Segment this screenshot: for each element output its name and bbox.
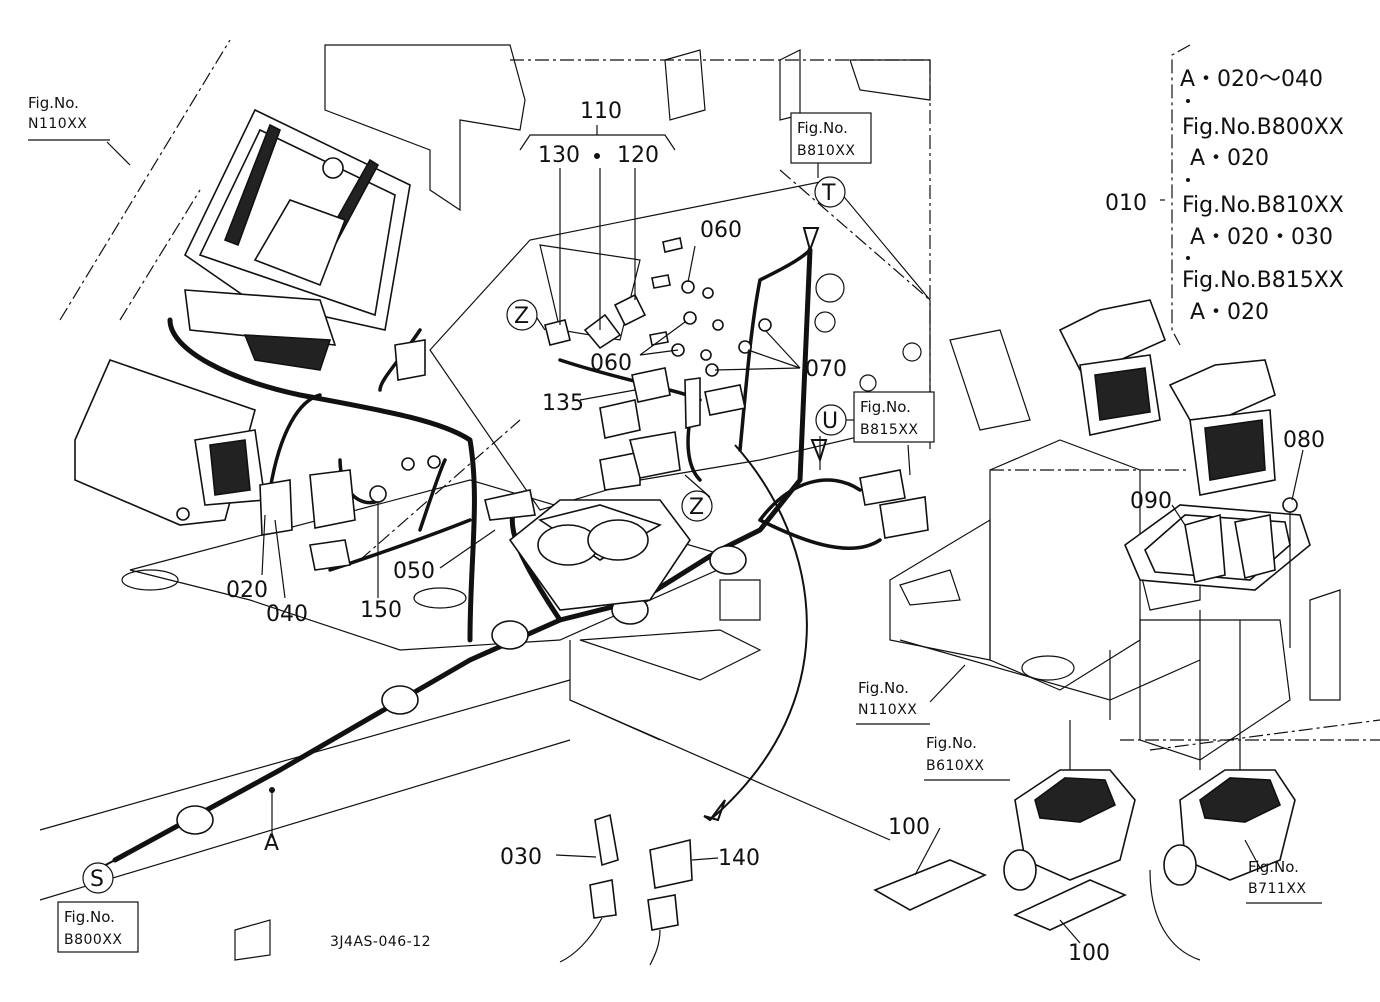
fig-ref-b810-line2: B810XX bbox=[797, 143, 856, 159]
fig-ref-b610-line1: Fig.No. bbox=[926, 734, 977, 752]
part-label-060-top: 060 bbox=[700, 218, 742, 243]
wiring-harness bbox=[99, 227, 882, 869]
fig-ref-b711-line2: B711XX bbox=[1248, 881, 1307, 897]
part-label-050: 050 bbox=[393, 559, 435, 584]
part-label-010: 010 bbox=[1105, 191, 1147, 216]
ecu-unit bbox=[183, 108, 411, 371]
fig-ref-b610: Fig.No. B610XX bbox=[924, 734, 1010, 781]
connector-letter-a: A bbox=[264, 787, 279, 856]
connector-letter-t: T bbox=[814, 176, 846, 208]
part-label-140: 140 bbox=[718, 846, 760, 871]
connector-letter-s: S bbox=[82, 862, 114, 894]
part-label-060-bottom: 060 bbox=[590, 351, 632, 376]
connector-letter-u-text: U bbox=[822, 409, 838, 434]
fig-ref-b815: Fig.No. B815XX bbox=[853, 391, 935, 443]
fig-ref-b610-line2: B610XX bbox=[926, 758, 985, 774]
fig-ref-n110-bottom-line2: N110XX bbox=[858, 702, 917, 718]
legend-line-2: Fig.No.B800XX bbox=[1182, 115, 1344, 140]
part-number-labels: 010 020 030 040 050 060 060 070 080 090 … bbox=[226, 99, 1325, 966]
fig-ref-b800-line2: B800XX bbox=[64, 932, 123, 948]
part-label-130: 130 bbox=[538, 143, 580, 168]
connector-letter-z-left-text: Z bbox=[514, 304, 529, 329]
connector-letter-a-text: A bbox=[264, 831, 279, 856]
part-label-135: 135 bbox=[542, 391, 584, 416]
fig-ref-b810: Fig.No. B810XX bbox=[790, 112, 872, 164]
part-label-080: 080 bbox=[1283, 428, 1325, 453]
part-label-030: 030 bbox=[500, 845, 542, 870]
fig-ref-b711: Fig.No. B711XX bbox=[1246, 858, 1322, 904]
fig-ref-b800: Fig.No. B800XX bbox=[57, 901, 139, 953]
part-label-120: 120 bbox=[617, 143, 659, 168]
junction-box bbox=[484, 489, 691, 611]
connector-letter-u: U bbox=[815, 404, 847, 436]
fig-ref-n110-top: Fig.No. N110XX bbox=[28, 94, 110, 141]
legend-line-4: Fig.No.B810XX bbox=[1182, 193, 1344, 218]
drawing-code: 3J4AS-046-12 bbox=[330, 934, 431, 950]
legend-line-3: A・020 bbox=[1190, 146, 1269, 171]
fig-ref-n110-top-line1: Fig.No. bbox=[28, 94, 79, 112]
fig-ref-b815-line2: B815XX bbox=[860, 422, 919, 438]
control-box bbox=[74, 359, 266, 526]
fig-ref-b800-line1: Fig.No. bbox=[64, 908, 115, 926]
legend-line-6: Fig.No.B815XX bbox=[1182, 268, 1344, 293]
fig-ref-n110-bottom-line1: Fig.No. bbox=[858, 679, 909, 697]
legend-line-1: A・020〜040 bbox=[1180, 67, 1323, 92]
fig-ref-b815-line1: Fig.No. bbox=[860, 398, 911, 416]
small-connectors bbox=[259, 237, 929, 571]
fig-ref-n110-top-line2: N110XX bbox=[28, 116, 87, 132]
fig-ref-b711-line1: Fig.No. bbox=[1248, 858, 1299, 876]
legend-note: A・020〜040 Fig.No.B800XX A・020 Fig.No.B81… bbox=[1180, 67, 1344, 325]
fig-ref-b810-line1: Fig.No. bbox=[797, 119, 848, 137]
part-label-090: 090 bbox=[1130, 489, 1172, 514]
legend-line-5: A・020・030 bbox=[1190, 225, 1333, 250]
connector-letter-z-center: Z bbox=[681, 490, 713, 522]
part-label-110: 110 bbox=[580, 99, 622, 124]
part-label-100-left: 100 bbox=[888, 815, 930, 840]
leader-lines bbox=[106, 44, 1304, 944]
connector-letter-t-text: T bbox=[821, 181, 836, 206]
part-label-150: 150 bbox=[360, 598, 402, 623]
loose-parts bbox=[234, 444, 808, 966]
connector-letter-s-text: S bbox=[90, 867, 104, 892]
connector-letter-z-center-text: Z bbox=[689, 495, 704, 520]
connector-letter-z-left: Z bbox=[506, 299, 538, 331]
part-label-070: 070 bbox=[805, 357, 847, 382]
fig-ref-n110-bottom: Fig.No. N110XX bbox=[856, 679, 930, 725]
legend-line-7: A・020 bbox=[1190, 300, 1269, 325]
part-label-040: 040 bbox=[266, 602, 308, 627]
part-label-100-right: 100 bbox=[1068, 941, 1110, 966]
right-connector-assembly bbox=[873, 299, 1311, 961]
part-label-020: 020 bbox=[226, 578, 268, 603]
